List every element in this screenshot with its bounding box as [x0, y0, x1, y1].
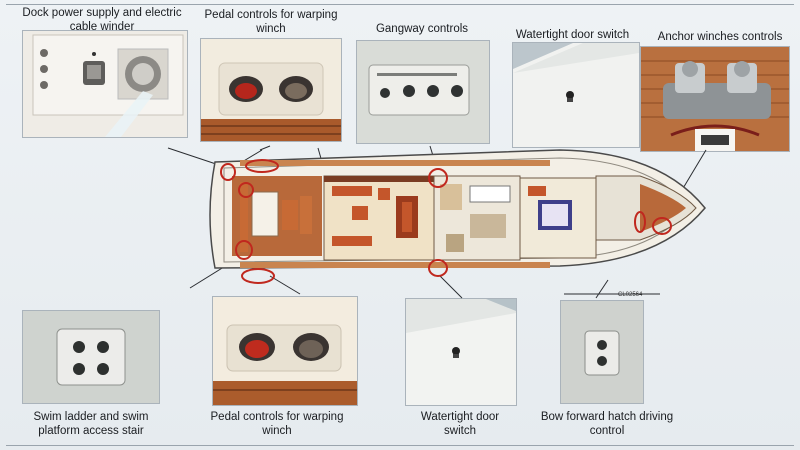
callout-watertight-top: [428, 168, 448, 188]
callout-dock-power: [220, 163, 236, 181]
photo-gangway-panel: [356, 40, 490, 144]
caption-swim-ladder: Swim ladder and swim platform access sta…: [33, 411, 149, 437]
photo-anchor-winches: [640, 46, 790, 152]
callout-bow-hatch: [634, 211, 646, 233]
caption-pedal-top: Pedal controls for warping winch: [204, 9, 338, 35]
top-rule: [6, 4, 794, 5]
bottom-rule: [6, 445, 794, 446]
photo-watertight-top: [512, 42, 640, 148]
photo-pedal-bottom: [212, 296, 358, 406]
photo-bow-hatch-panel: [560, 300, 644, 404]
photo-swim-ladder-panel: [22, 310, 160, 404]
callout-gangway: [238, 182, 254, 198]
foredeck-teak: [640, 184, 686, 232]
photo-watertight-bottom: [405, 298, 517, 406]
caption-pedal-bottom: Pedal controls for warping winch: [210, 411, 344, 437]
drawing-code: CL02564: [618, 292, 643, 298]
photo-pedal-top: [200, 38, 342, 142]
callout-watertight-bottom: [428, 259, 448, 277]
caption-watertight-bottom: Watertight door switch: [420, 411, 500, 437]
caption-anchor: Anchor winches controls: [657, 31, 783, 43]
photo-dock-power-panel: [22, 30, 188, 138]
callout-pedal-bottom: [241, 268, 275, 284]
caption-watertight-top: Watertight door switch: [515, 29, 630, 41]
callout-swim-ladder: [235, 240, 253, 260]
callout-anchor: [652, 217, 672, 235]
callout-pedal-top: [245, 159, 279, 173]
caption-bow-hatch: Bow forward hatch driving control: [540, 411, 674, 437]
caption-gangway: Gangway controls: [375, 23, 469, 35]
